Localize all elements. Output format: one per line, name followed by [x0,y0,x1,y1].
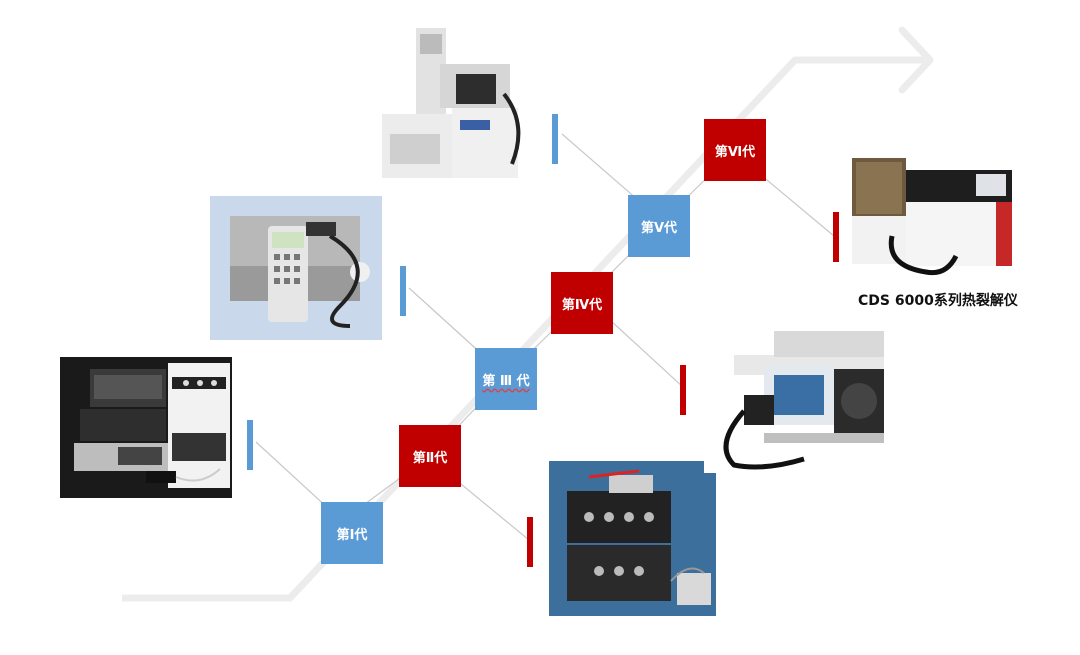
generation-4-box: 第Ⅳ代 [551,272,613,334]
generation-6-label: 第Ⅵ代 [714,144,756,160]
gen-6-marker-bar [833,212,839,262]
gen-3-marker-bar [400,266,406,316]
generation-5-label: 第Ⅴ代 [640,220,678,236]
generation-5-box: 第Ⅴ代 [628,195,690,257]
generation-3-label: 第 Ⅲ 代 [482,373,530,389]
generation-1-label: 第Ⅰ代 [336,527,368,543]
gen-2-instrument-photo [549,461,716,616]
gen-1-instrument-photo [60,357,232,498]
generation-1-box: 第Ⅰ代 [321,502,383,564]
gen-4-instrument-photo [704,325,888,473]
gen-4-marker-bar [680,365,686,415]
gen-5-marker-bar [552,114,558,164]
generation-2-box: 第Ⅱ代 [399,425,461,487]
gen-2-marker-bar [527,517,533,567]
generation-6-box: 第Ⅵ代 [704,119,766,181]
generation-2-label: 第Ⅱ代 [412,450,448,466]
generation-4-label: 第Ⅳ代 [561,297,603,313]
gen-5-instrument-photo [380,24,528,184]
gen-3-instrument-photo [210,196,382,340]
generation-3-box: 第 Ⅲ 代 [475,348,537,410]
gen-1-marker-bar [247,420,253,470]
product-caption: CDS 6000系列热裂解仪 [858,293,1018,309]
gen-6-instrument-photo [846,156,1016,280]
